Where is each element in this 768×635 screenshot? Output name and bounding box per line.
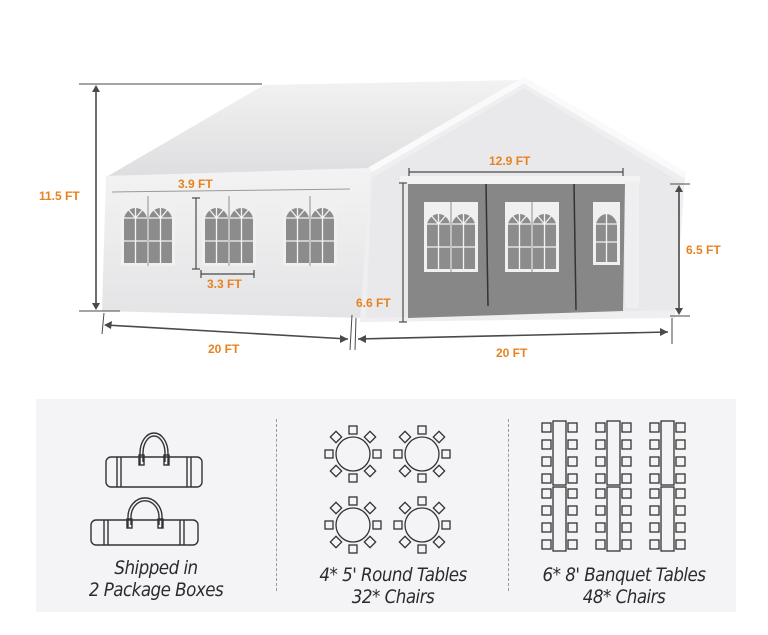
side-window-3 — [282, 195, 338, 267]
divider — [276, 419, 277, 591]
front-window-3 — [593, 202, 620, 265]
banquet-tables-icon — [541, 420, 686, 552]
dim-window-width: 3.3 FT — [207, 277, 242, 291]
dimension-lines — [79, 83, 690, 351]
dim-total-height: 11.5 FT — [39, 189, 80, 203]
features-panel: Shipped in 2 Package Boxes 4* 5' Round T… — [36, 399, 736, 612]
divider — [508, 419, 509, 591]
side-window-1 — [120, 195, 176, 267]
tent-roof — [108, 80, 524, 176]
round-tables-icon — [324, 425, 451, 554]
feature-banquet-tables: 6* 8' Banquet Tables 48* Chairs — [542, 564, 706, 608]
dim-side-length: 20 FT — [208, 342, 240, 356]
dim-window-width-top: 3.9 FT — [178, 177, 213, 191]
dim-door-height: 6.6 FT — [356, 296, 391, 310]
front-window-2 — [504, 201, 560, 273]
dim-door-width: 12.9 FT — [489, 154, 531, 168]
feature-round-tables: 4* 5' Round Tables 32* Chairs — [319, 564, 467, 608]
dim-front-width: 20 FT — [496, 346, 528, 360]
front-window-1 — [423, 201, 479, 273]
feature-shipping: Shipped in 2 Package Boxes — [88, 557, 224, 601]
side-window-2 — [201, 195, 257, 267]
package-bags-icon — [90, 432, 203, 546]
dim-eave-height: 6.5 FT — [686, 243, 721, 257]
tent-illustration — [79, 80, 690, 351]
